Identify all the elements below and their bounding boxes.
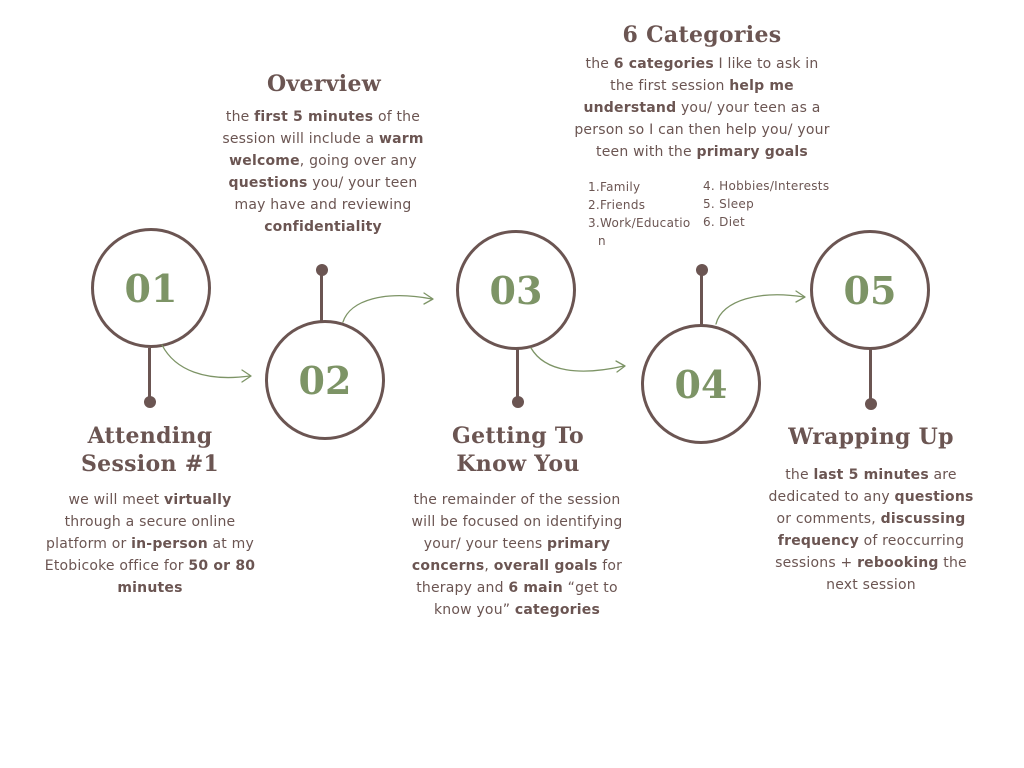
body-text: or comments, <box>776 511 881 527</box>
body-text: you/ your teen may have and reviewing <box>234 175 418 213</box>
step-circle-05: 05 <box>810 230 930 350</box>
emphasis-text: 50 or 80 minutes <box>117 558 256 596</box>
emphasis-text: in-person <box>131 536 208 552</box>
step-description-04: the 6 categories I like to ask in the fi… <box>572 53 832 163</box>
connector-dot <box>865 398 877 410</box>
emphasis-text: virtually <box>164 492 232 508</box>
step-title-03: Getting To Know You <box>451 423 585 477</box>
list-item: 1.Family <box>588 180 641 194</box>
categories-list-right: 4. Hobbies/Interests 5. Sleep 6. Diet <box>703 177 829 231</box>
step-number: 04 <box>674 361 728 407</box>
emphasis-text: discussing frequency <box>777 511 966 549</box>
body-text: you/ your teen as a person so I can then… <box>574 100 830 160</box>
emphasis-text: categories <box>514 602 600 618</box>
emphasis-text: questions <box>894 489 974 505</box>
step-description-03: the remainder of the session will be foc… <box>406 489 628 621</box>
emphasis-text: 6 categories <box>613 56 714 72</box>
list-item: 4. Hobbies/Interests <box>703 179 830 193</box>
step-description-02: the first 5 minutes of the session will … <box>214 106 432 238</box>
list-item: 3.Work/Educatio <box>588 216 691 230</box>
step-circle-01: 01 <box>91 228 211 348</box>
emphasis-text: help me understand <box>583 78 794 116</box>
step-description-01: we will meet virtually through a secure … <box>40 489 260 599</box>
step-description-05: the last 5 minutes are dedicated to any … <box>763 464 979 596</box>
body-text: of the session will include a <box>222 109 421 147</box>
connector-stem <box>320 268 323 322</box>
body-text: the next session <box>826 555 967 593</box>
list-item: 5. Sleep <box>703 197 754 211</box>
connector-dot <box>144 396 156 408</box>
body-text: are dedicated to any <box>768 467 957 505</box>
connector-stem <box>869 348 872 404</box>
step-title-05: Wrapping Up <box>788 424 954 450</box>
body-text: the <box>585 56 614 72</box>
step-title-02: Overview <box>266 71 381 97</box>
connector-dot <box>512 396 524 408</box>
step-title-04: 6 Categories <box>622 22 782 48</box>
body-text: we will meet <box>68 492 165 508</box>
emphasis-text: overall goals <box>493 558 598 574</box>
step-number: 02 <box>298 357 352 403</box>
emphasis-text: 6 main <box>508 580 563 596</box>
connector-stem <box>148 348 151 400</box>
list-item: 2.Friends <box>588 198 646 212</box>
body-text: I like to ask in the first session <box>610 56 819 94</box>
step-circle-03: 03 <box>456 230 576 350</box>
step-number: 03 <box>489 267 543 313</box>
categories-list-left: 1.Family 2.Friends 3.Work/Educatio n <box>588 178 691 250</box>
list-item: 6. Diet <box>703 215 746 229</box>
emphasis-text: warm welcome <box>229 131 424 169</box>
emphasis-text: rebooking <box>857 555 939 571</box>
emphasis-text: primary concerns <box>411 536 611 574</box>
body-text: at my Etobicoke office for <box>44 536 254 574</box>
connector-stem <box>516 348 519 400</box>
emphasis-text: questions <box>228 175 308 191</box>
step-number: 05 <box>843 267 897 313</box>
emphasis-text: first 5 minutes <box>254 109 374 125</box>
step-number: 01 <box>124 265 178 311</box>
body-text: “get to know you” <box>434 580 618 618</box>
body-text: the remainder of the session will be foc… <box>411 492 623 552</box>
body-text: the <box>785 467 814 483</box>
list-item: n <box>598 234 606 248</box>
step-circle-02: 02 <box>265 320 385 440</box>
emphasis-text: last 5 minutes <box>813 467 929 483</box>
step-title-01: Attending Session #1 <box>80 423 220 477</box>
step-circle-04: 04 <box>641 324 761 444</box>
body-text: the <box>225 109 255 125</box>
body-text: , going over any <box>299 153 417 169</box>
body-text: through a secure online platform or <box>46 514 236 552</box>
connector-stem <box>700 268 703 326</box>
emphasis-text: confidentiality <box>264 219 382 235</box>
body-text: , <box>484 558 494 574</box>
emphasis-text: primary goals <box>696 144 808 160</box>
body-text: of reoccurring sessions + <box>775 533 965 571</box>
body-text: for therapy and <box>416 558 623 596</box>
